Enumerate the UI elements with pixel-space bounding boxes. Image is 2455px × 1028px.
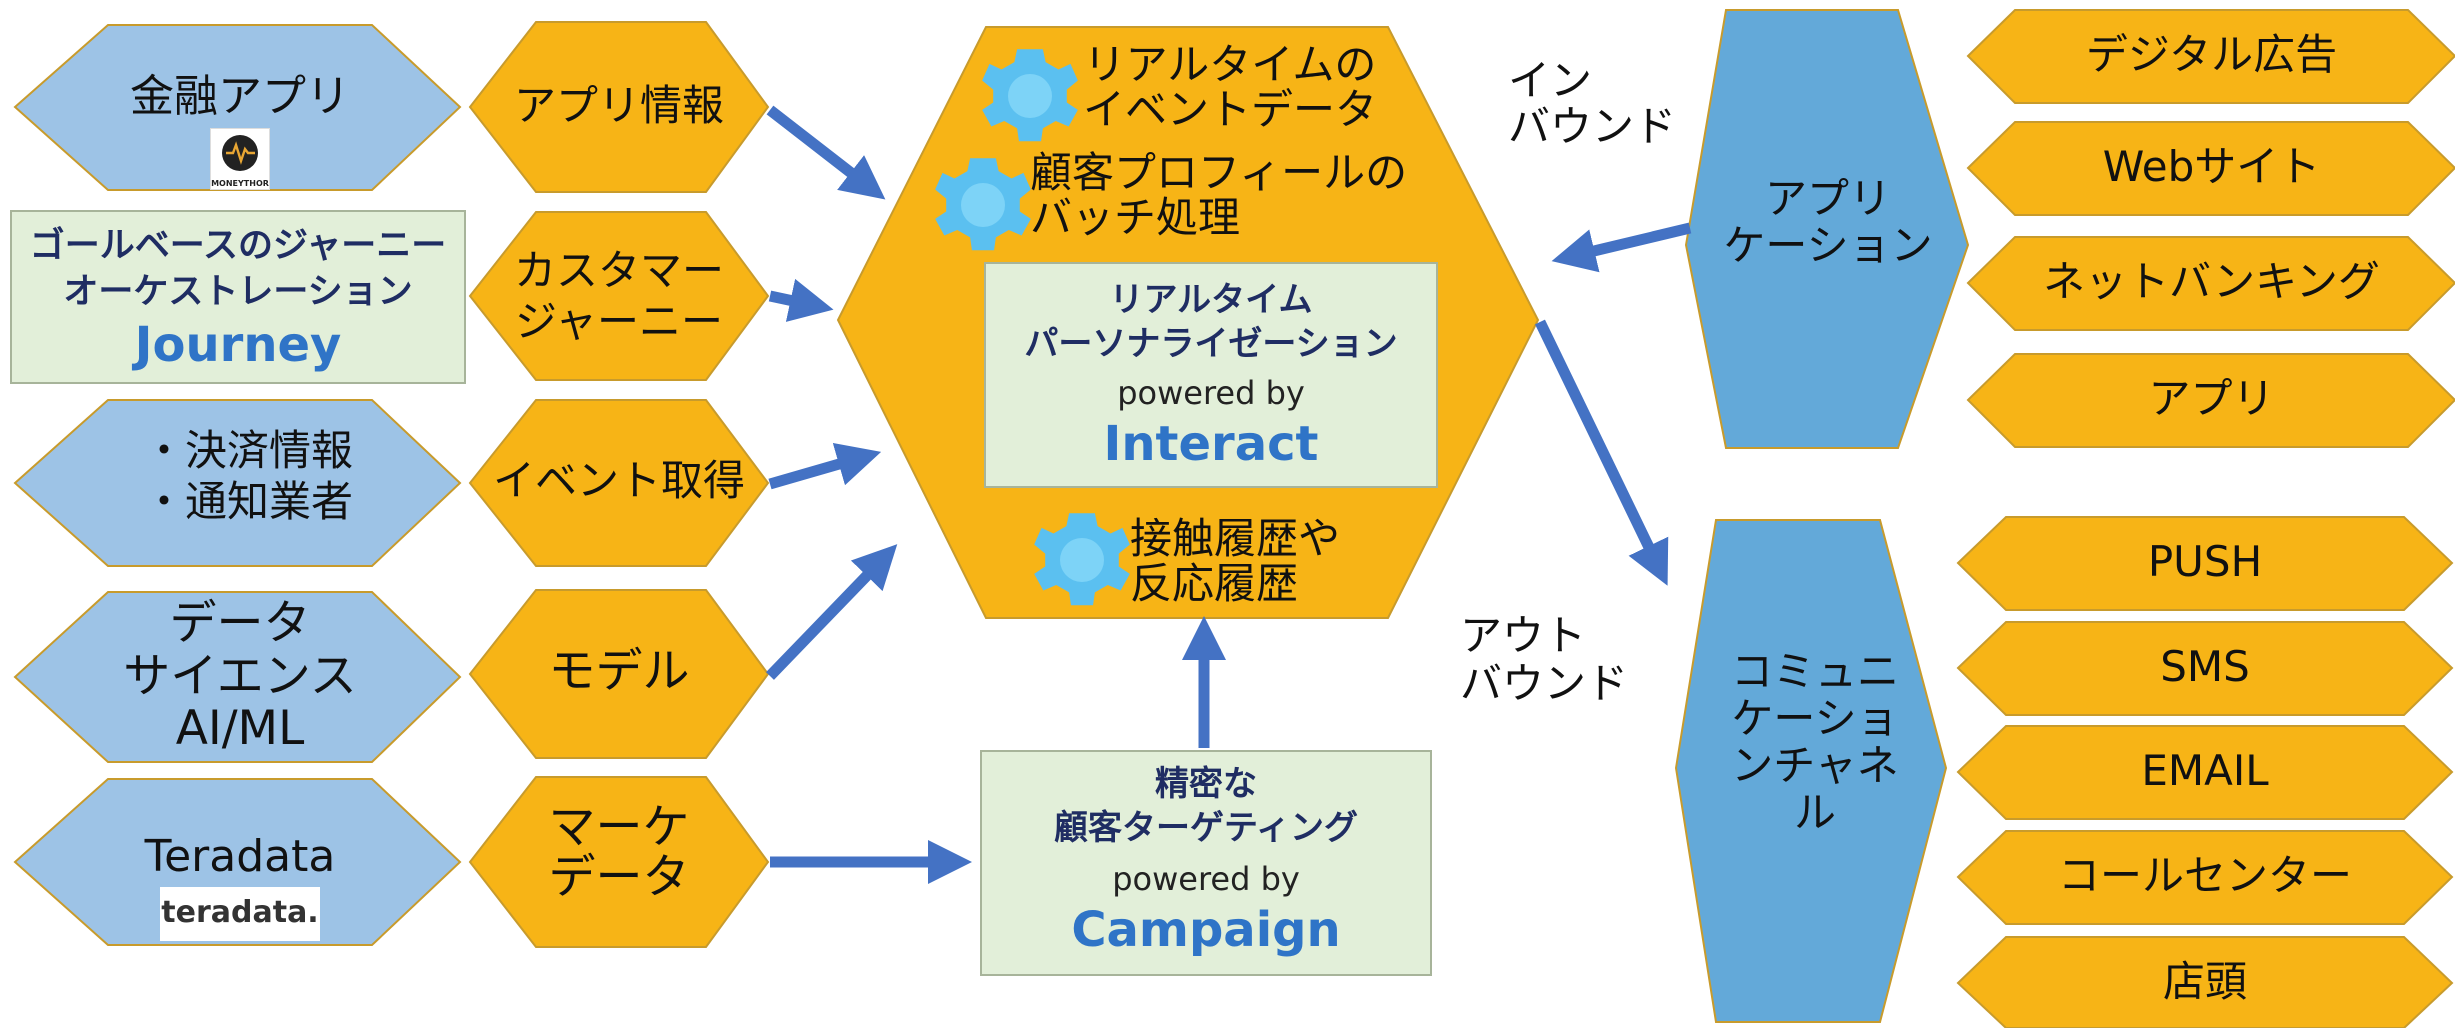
campaign-powered-by: powered by [1112,860,1300,899]
channel-hex-email [1956,725,2454,820]
channel-website: Webサイト [2102,142,2321,191]
channel-push: PUSH [2147,537,2263,586]
journey-line1: ゴールベースのジャーニー [29,226,447,266]
svg-text:MONEYTHOR: MONEYTHOR [211,179,269,188]
input-customer-journey-label: カスタマー ジャーニー [513,246,724,347]
source-datascience-label: データ サイエンス AI/ML [123,596,357,757]
source-hex-teradata [13,778,462,946]
arrow-model-to-center [766,544,898,680]
channel-hex-app [1966,353,2455,448]
input-hex-event [468,399,770,567]
journey-brand: Journey [134,317,342,373]
communication-label: コミュニ ケーショ ンチャネ ル [1730,647,1899,838]
campaign-box: 精密な 顧客ターゲティング powered by Campaign [980,750,1432,976]
input-marketing-label: マーケ データ [548,800,690,905]
teradata-logo: teradata. [160,887,320,941]
communication-hex [1674,519,1948,1023]
application-label: アプリ ケーション [1723,174,1933,271]
channel-hex-callcenter [1956,830,2454,925]
journey-line2: オーケストレーション [63,271,413,312]
channel-app: アプリ [2148,374,2275,423]
source-hex-datascience [13,591,462,763]
campaign-line1: 精密な [1155,764,1257,804]
input-hex-app-info [468,21,770,193]
center-item-batch-profile: 顧客プロフィールの バッチ処理 [1030,148,1408,243]
channel-hex-push [1956,516,2454,611]
input-event-label: イベント取得 [492,456,745,505]
gear-icon [1034,513,1130,606]
interact-powered-by: powered by [1117,374,1305,413]
channel-sms: SMS [2160,642,2250,691]
channel-email: EMAIL [2141,746,2269,795]
inbound-label: イン バウンド [1508,56,1677,152]
source-payment-label: ・決済情報 ・通知業者 [142,426,353,527]
interact-line2: パーソナライゼーション [1024,324,1398,365]
channel-digital-ad: デジタル広告 [2085,30,2338,79]
gear-icon [982,49,1078,142]
moneythor-logo: MONEYTHOR [210,128,270,190]
outbound-label: アウト バウンド [1460,611,1629,709]
input-model-label: モデル [548,644,690,699]
input-hex-marketing [468,776,770,948]
channel-hex-sms [1956,621,2454,716]
arrow-center-to-communication [1535,319,1669,586]
source-finance-app-label: 金融アプリ [130,71,350,122]
interact-box: リアルタイム パーソナライゼーション powered by Interact [984,262,1438,488]
journey-box: ゴールベースのジャーニー オーケストレーション Journey [10,210,466,384]
gear-icon [935,158,1031,251]
source-teradata-label: Teradata [144,831,336,882]
arrow-journey-to-center [768,278,834,322]
campaign-brand: Campaign [1071,902,1341,959]
interact-line1: リアルタイム [1109,280,1313,320]
channel-hex-digital-ad [1966,9,2455,104]
input-hex-customer-journey [468,211,770,381]
channel-netbanking: ネットバンキング [2043,257,2380,306]
source-hex-finance-app [13,24,462,191]
center-item-contact-history: 接触履歴や 反応履歴 [1130,514,1341,609]
channel-hex-website [1966,121,2455,216]
application-hex [1684,9,1970,449]
arrow-app-info-to-center [766,105,886,200]
channel-hex-netbanking [1966,236,2455,331]
arrow-event-to-center [768,442,882,490]
channel-hex-store [1956,936,2454,1028]
campaign-line2: 顧客ターゲティング [1054,808,1358,849]
source-hex-payment [13,399,462,567]
channel-store: 店頭 [2162,957,2247,1006]
input-app-info-label: アプリ情報 [513,81,724,130]
center-item-realtime-events: リアルタイムの イベントデータ [1082,40,1377,135]
arrow-application-to-center [1551,222,1692,273]
channel-callcenter: コールセンター [2057,851,2352,900]
interact-brand: Interact [1103,416,1319,473]
